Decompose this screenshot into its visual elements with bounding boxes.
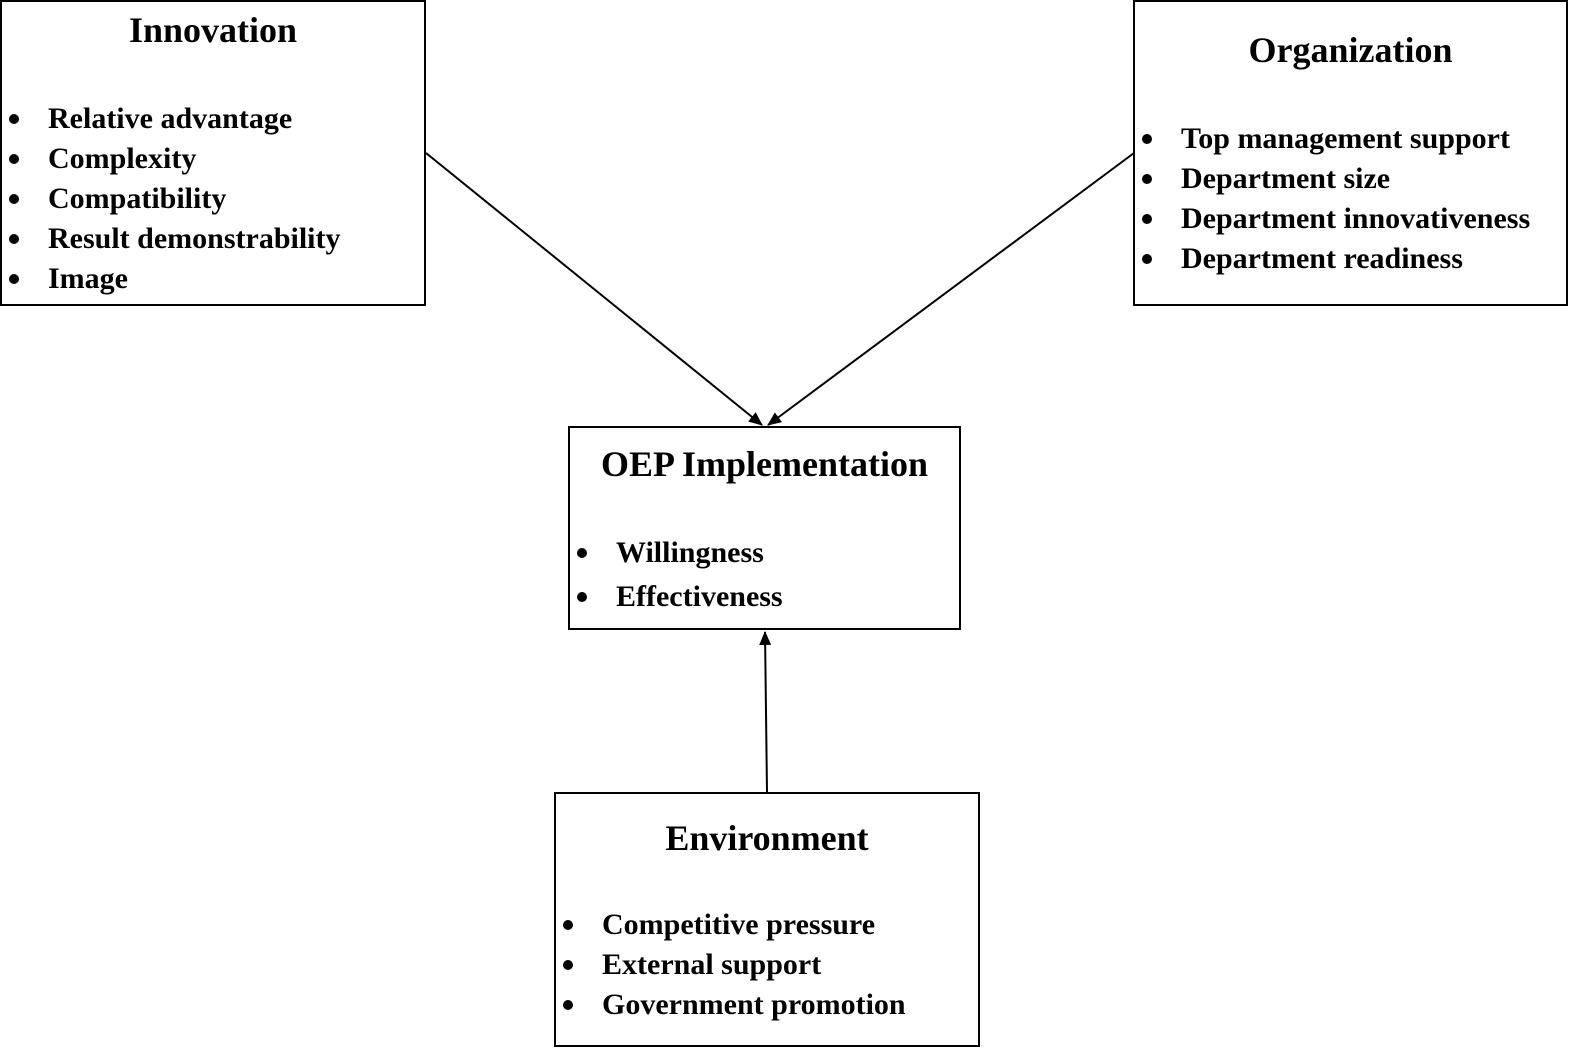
bullet-icon (9, 154, 19, 164)
list-item-text: Result demonstrability (48, 222, 341, 255)
list-item-text: Department size (1181, 162, 1391, 195)
environment-box: Environment Competitive pressure Externa… (554, 792, 980, 1047)
bullet-icon (9, 114, 19, 124)
list-item: Result demonstrability (2, 219, 341, 259)
innovation-title: Innovation (128, 10, 298, 50)
bullet-icon (577, 592, 587, 602)
oep-implementation-list: Willingness Effectiveness (570, 531, 783, 619)
list-item-text: Competitive pressure (602, 908, 876, 941)
bullet-icon (9, 234, 19, 244)
organization-title: Organization (1248, 30, 1453, 70)
list-item: Willingness (570, 531, 783, 575)
list-item-text: Effectiveness (616, 580, 783, 613)
oep-implementation-title: OEP Implementation (600, 444, 928, 484)
list-item-text: Government promotion (602, 988, 906, 1021)
list-item-text: Relative advantage (48, 102, 293, 135)
list-item-text: Department innovativeness (1181, 202, 1531, 235)
organization-list: Top management support Department size D… (1135, 119, 1530, 279)
bullet-icon (563, 920, 573, 930)
list-item-text: Department readiness (1181, 242, 1463, 275)
list-item: Complexity (2, 139, 341, 179)
list-item-text: Image (48, 262, 128, 295)
bullet-icon (1142, 254, 1152, 264)
list-item: Government promotion (556, 985, 906, 1025)
list-item: Top management support (1135, 119, 1530, 159)
bullet-icon (9, 274, 19, 284)
list-item-text: External support (602, 948, 822, 981)
list-item-text: Top management support (1181, 122, 1510, 155)
organization-box: Organization Top management support Depa… (1133, 0, 1568, 306)
arrow-innovation-to-implementation (425, 152, 763, 426)
list-item: Department readiness (1135, 239, 1530, 279)
oep-implementation-box: OEP Implementation Willingness Effective… (568, 426, 961, 630)
bullet-icon (563, 1000, 573, 1010)
bullet-icon (563, 960, 573, 970)
arrow-environment-to-implementation (759, 631, 772, 793)
list-item: Image (2, 259, 341, 299)
bullet-icon (9, 194, 19, 204)
list-item-text: Complexity (48, 142, 197, 175)
bullet-icon (577, 548, 587, 558)
environment-list: Competitive pressure External support Go… (556, 905, 906, 1025)
list-item: Department innovativeness (1135, 199, 1530, 239)
list-item: Department size (1135, 159, 1530, 199)
innovation-list: Relative advantage Complexity Compatibil… (2, 99, 341, 299)
list-item: Effectiveness (570, 575, 783, 619)
innovation-box: Innovation Relative advantage Complexity… (0, 0, 426, 306)
bullet-icon (1142, 174, 1152, 184)
list-item: Competitive pressure (556, 905, 906, 945)
environment-title: Environment (665, 818, 869, 858)
list-item-text: Willingness (616, 536, 764, 569)
list-item: Relative advantage (2, 99, 341, 139)
bullet-icon (1142, 214, 1152, 224)
bullet-icon (1142, 134, 1152, 144)
list-item: Compatibility (2, 179, 341, 219)
list-item: External support (556, 945, 906, 985)
list-item-text: Compatibility (48, 182, 227, 215)
arrow-organization-to-implementation (767, 152, 1135, 426)
